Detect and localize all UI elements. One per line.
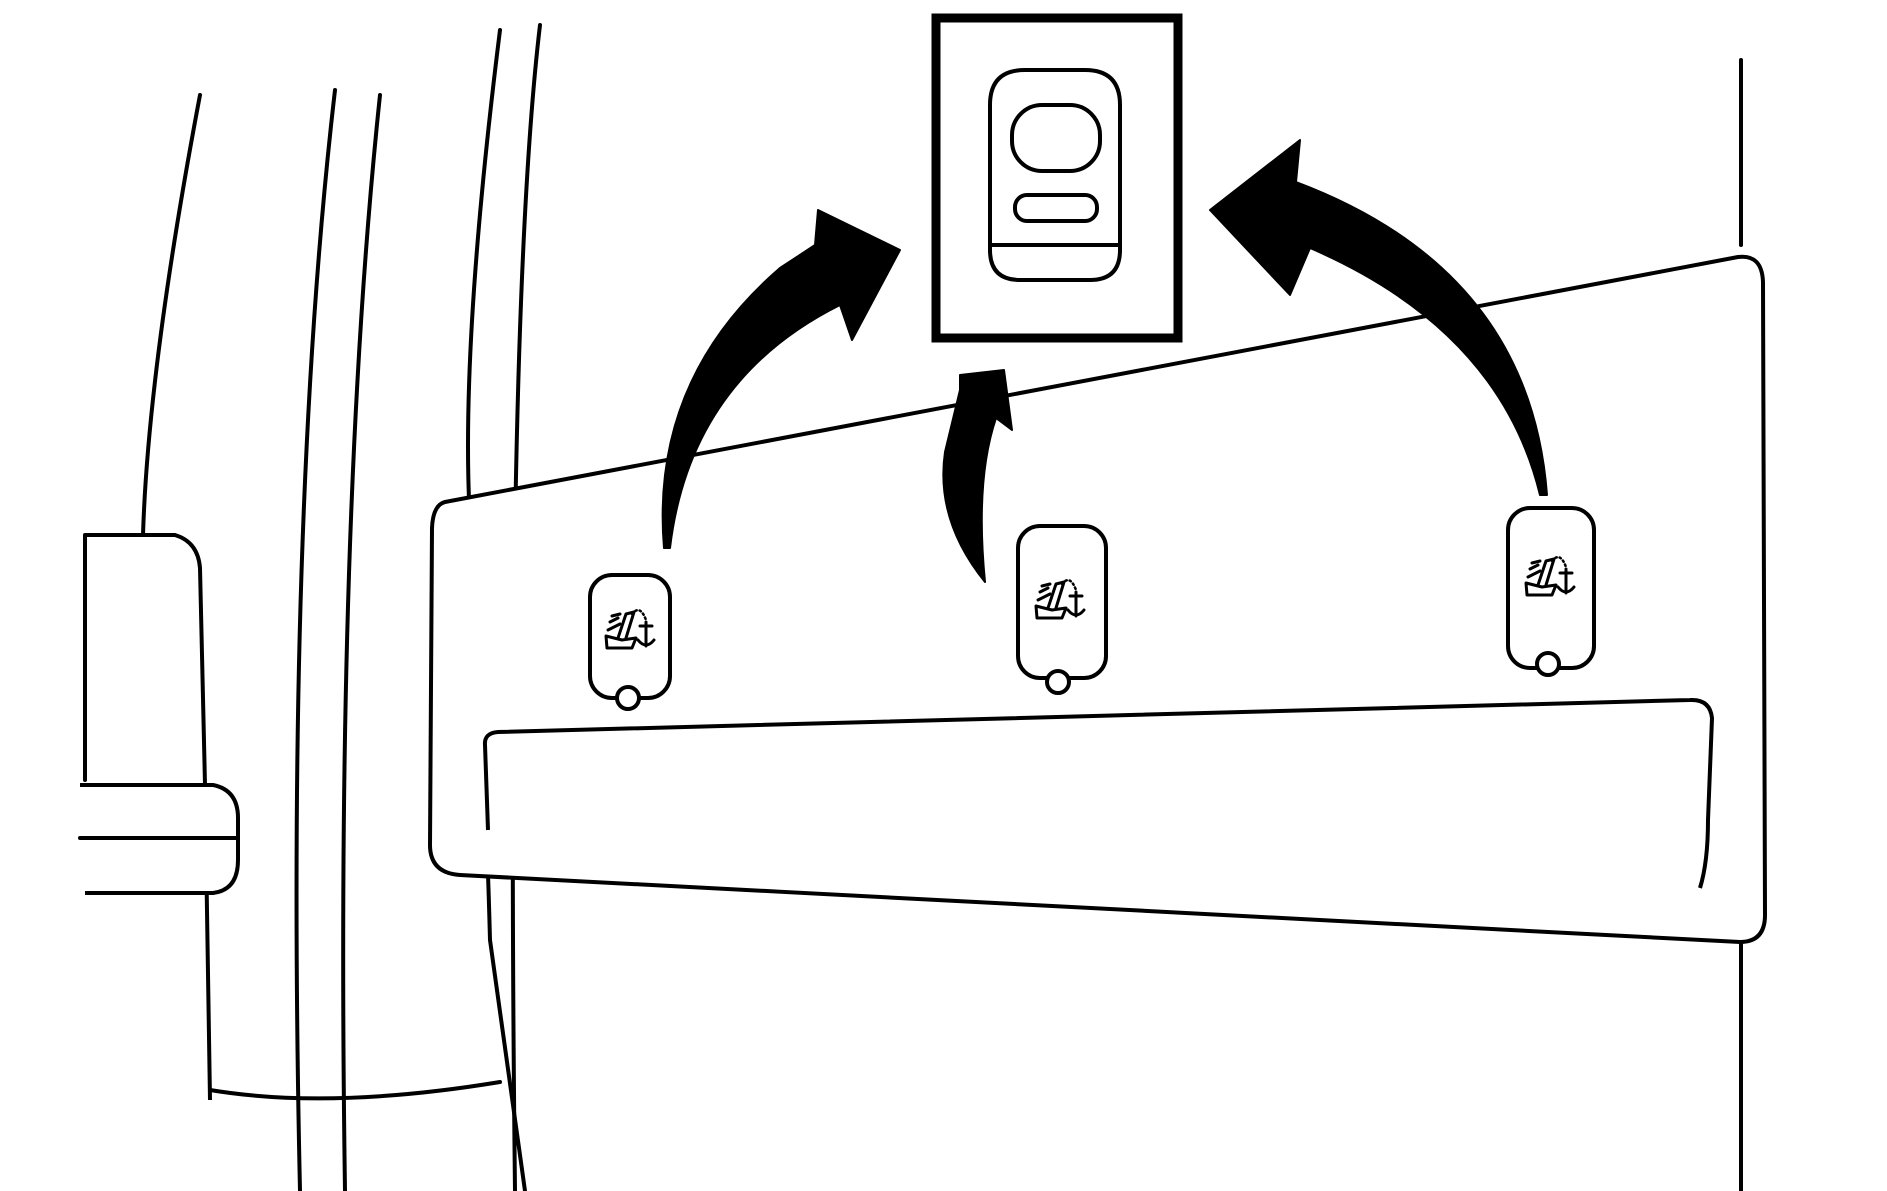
curved-arrow-icon [661,139,1548,583]
tether-anchor-hook-icon [988,68,1122,282]
anchor-cover-center [1016,524,1108,695]
seat-side-block [78,533,240,1101]
anchor-cover-left [588,573,672,711]
anchor-closeup-callout [931,13,1183,343]
anchor-cover-right [1506,506,1596,677]
